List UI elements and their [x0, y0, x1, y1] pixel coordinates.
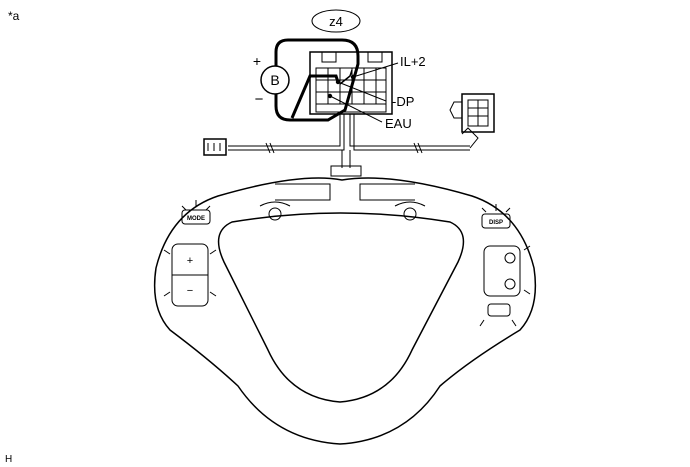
left-switch-cluster: MODE + − — [163, 200, 217, 307]
phone-switch-group — [483, 245, 521, 297]
positive-lead — [339, 69, 353, 85]
pad-inner-opening — [217, 212, 465, 403]
battery-plus: + — [253, 53, 261, 69]
connector-id-callout: z4 — [311, 9, 361, 33]
steering-wheel-pad — [153, 177, 537, 445]
pin-label-dp: -DP — [392, 94, 414, 109]
connector-latch-right — [367, 51, 383, 63]
right-harness-connector — [449, 93, 495, 149]
pin-callout-lines — [329, 62, 399, 123]
connector-z4 — [309, 51, 393, 115]
connector-id-label: z4 — [329, 14, 343, 29]
right-mount-boss — [403, 207, 417, 221]
voice-switch — [487, 303, 511, 317]
right-switch-cluster: DISP — [479, 204, 531, 327]
left-harness-connector — [203, 138, 227, 156]
figure-footer-code: H — [5, 454, 12, 465]
connector-latch-left — [321, 51, 337, 63]
connector-id-oval — [311, 9, 361, 33]
connector-body — [309, 51, 393, 115]
volume-up-icon: + — [187, 255, 193, 267]
figure-corner-label: *a — [8, 9, 20, 23]
left-mount-boss — [268, 207, 282, 221]
pin-label-il2: IL+2 — [400, 54, 426, 69]
phone-on-icon — [504, 252, 516, 264]
pad-outline — [153, 177, 537, 445]
phone-off-icon — [504, 278, 516, 290]
battery-minus: − — [255, 91, 264, 108]
disp-switch — [481, 213, 511, 229]
disp-switch-label: DISP — [489, 220, 503, 226]
measurement-box: B + − — [253, 38, 360, 122]
battery-symbol: B — [270, 72, 279, 88]
pin-label-eau: EAU — [385, 116, 412, 131]
right-switch-rays — [479, 204, 531, 327]
probe-frame — [274, 38, 360, 122]
volume-down-icon: − — [187, 285, 193, 297]
connector-pin-grid — [316, 68, 386, 104]
mode-switch-label: MODE — [187, 216, 205, 222]
harness-junction — [330, 165, 362, 177]
mode-switch — [181, 209, 211, 225]
wire-harness — [228, 114, 470, 177]
negative-lead — [290, 74, 340, 119]
connector-bottom-lip — [315, 103, 387, 113]
battery-icon — [260, 65, 290, 95]
left-switch-rays — [163, 200, 217, 297]
